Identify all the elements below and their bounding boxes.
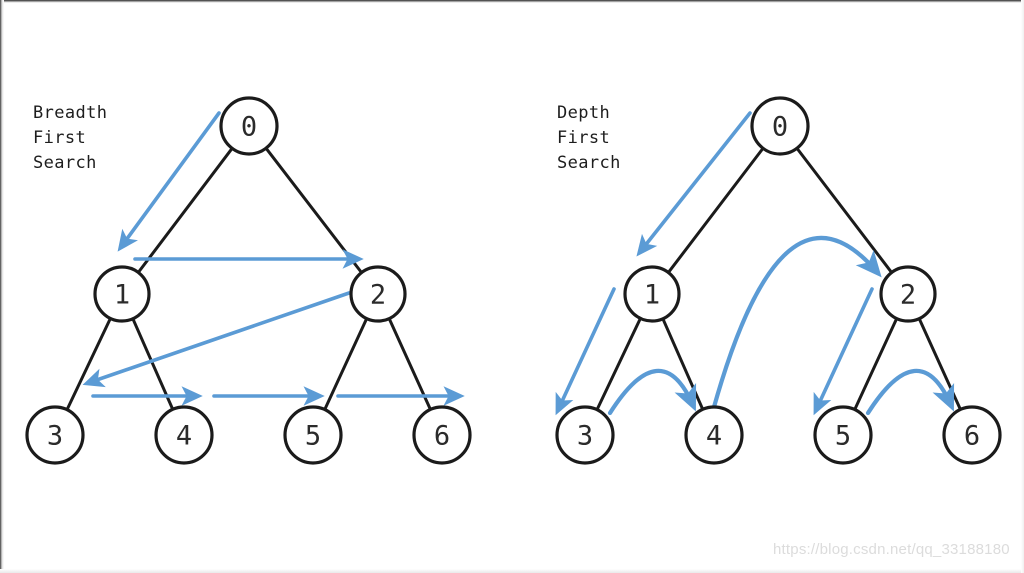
arrow-2-to-3 bbox=[82, 291, 351, 388]
node-3[interactable]: 3 bbox=[555, 405, 615, 465]
arrow-5-to-6 bbox=[865, 368, 955, 416]
dfs-caption-line-2: First bbox=[557, 128, 611, 148]
arrow-0-to-1 bbox=[117, 111, 221, 252]
frame-top-edge bbox=[0, 0, 1024, 3]
node-2-label: 2 bbox=[900, 280, 916, 311]
frame-left-edge bbox=[0, 0, 4, 573]
node-3-circle bbox=[555, 405, 615, 465]
bfs-caption: Breadth First Search bbox=[33, 101, 107, 176]
arrow-4-to-2 bbox=[711, 235, 882, 410]
edge-0-2 bbox=[794, 145, 894, 275]
node-4-label: 4 bbox=[176, 421, 192, 452]
edge-0-2 bbox=[263, 145, 364, 275]
node-6-label: 6 bbox=[434, 421, 450, 452]
node-5-label: 5 bbox=[835, 421, 851, 452]
node-1[interactable]: 1 bbox=[93, 265, 151, 323]
dfs-caption-line-3: Search bbox=[557, 153, 621, 173]
arrow-1-to-3 bbox=[555, 287, 616, 416]
node-1-circle bbox=[93, 265, 151, 323]
node-5-circle bbox=[283, 405, 343, 465]
node-4-circle bbox=[154, 405, 214, 465]
edge-1-3 bbox=[65, 315, 113, 413]
node-3-label: 3 bbox=[47, 421, 63, 452]
edge-2-5 bbox=[322, 316, 369, 412]
node-2-circle bbox=[879, 265, 937, 323]
frame-bottom-edge bbox=[0, 569, 1024, 573]
edge-2-6 bbox=[917, 316, 963, 412]
node-1-label: 1 bbox=[114, 280, 130, 311]
edge-0-1 bbox=[136, 146, 235, 275]
node-4[interactable]: 4 bbox=[154, 405, 214, 465]
watermark-url: https://blog.csdn.net/qq_33188180 bbox=[773, 541, 1010, 558]
node-4-circle bbox=[684, 405, 744, 465]
frame-right-edge bbox=[1021, 0, 1024, 573]
node-5[interactable]: 5 bbox=[813, 405, 873, 465]
bfs-caption-line-1: Breadth bbox=[33, 103, 108, 123]
node-2[interactable]: 2 bbox=[349, 265, 407, 323]
dfs-arrows bbox=[555, 111, 955, 416]
node-2-label: 2 bbox=[370, 280, 386, 311]
arrow-0-to-1 bbox=[636, 111, 752, 257]
node-1-circle bbox=[623, 265, 681, 323]
node-0-label: 0 bbox=[772, 112, 788, 143]
node-5[interactable]: 5 bbox=[283, 405, 343, 465]
arrow-3-to-4 bbox=[607, 368, 697, 416]
node-3[interactable]: 3 bbox=[25, 405, 85, 465]
edge-1-3 bbox=[595, 315, 643, 413]
node-2-circle bbox=[349, 265, 407, 323]
node-5-label: 5 bbox=[305, 421, 321, 452]
node-6-circle bbox=[942, 405, 1002, 465]
node-0[interactable]: 0 bbox=[219, 96, 279, 156]
node-4[interactable]: 4 bbox=[684, 405, 744, 465]
node-1[interactable]: 1 bbox=[623, 265, 681, 323]
node-6[interactable]: 6 bbox=[942, 405, 1002, 465]
bfs-arrows bbox=[82, 111, 465, 406]
arrow-2-to-5 bbox=[813, 287, 874, 416]
dfs-nodes: 0 1 2 3 4 bbox=[555, 96, 1002, 465]
node-0-circle bbox=[750, 96, 810, 156]
node-5-circle bbox=[813, 405, 873, 465]
node-6-circle bbox=[412, 405, 472, 465]
node-1-label: 1 bbox=[644, 280, 660, 311]
edge-2-5 bbox=[852, 316, 899, 412]
dfs-panel: 0 1 2 3 4 bbox=[555, 96, 1002, 465]
dfs-caption-line-1: Depth bbox=[557, 103, 611, 123]
node-2[interactable]: 2 bbox=[879, 265, 937, 323]
bfs-caption-line-2: First bbox=[33, 128, 87, 148]
node-6[interactable]: 6 bbox=[412, 405, 472, 465]
node-4-label: 4 bbox=[706, 421, 722, 452]
node-6-label: 6 bbox=[964, 421, 980, 452]
edge-0-1 bbox=[666, 145, 766, 275]
node-0-label: 0 bbox=[241, 112, 257, 143]
node-3-circle bbox=[25, 405, 85, 465]
bfs-nodes: 0 1 2 3 4 bbox=[25, 96, 472, 465]
bfs-panel: 0 1 2 3 4 bbox=[25, 96, 472, 465]
edge-1-4 bbox=[660, 316, 705, 412]
dfs-caption: Depth First Search bbox=[557, 101, 621, 176]
bfs-caption-line-3: Search bbox=[33, 153, 97, 173]
node-3-label: 3 bbox=[577, 421, 593, 452]
node-0-circle bbox=[219, 96, 279, 156]
node-0[interactable]: 0 bbox=[750, 96, 810, 156]
